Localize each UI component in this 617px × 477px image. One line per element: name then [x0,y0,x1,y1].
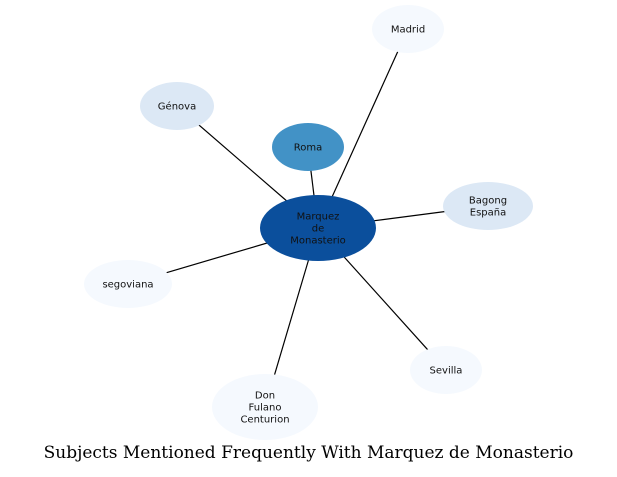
node-genova: Génova [140,82,214,130]
node-don-fulano-centurion-shape [212,374,318,440]
node-sevilla-label: Sevilla [430,366,463,377]
node-madrid-label: Madrid [391,25,425,36]
node-don-fulano-centurion-label-line: Don [255,391,275,402]
node-marquez-label-line: de [312,224,325,235]
node-madrid: Madrid [372,5,444,53]
node-bagong-espana-label-line: España [470,208,506,219]
node-roma: Roma [272,123,344,171]
node-segoviana-label: segoviana [102,280,153,291]
node-bagong-espana-shape [443,182,533,230]
node-marquez-label-line: Monasterio [290,236,346,247]
edge-marquez-bagong-espana [372,210,447,222]
node-don-fulano-centurion-label-line: Centurion [240,415,289,426]
node-marquez-label-line: Marquez [297,212,340,223]
node-sevilla-shape [410,346,482,394]
node-genova-label: Génova [158,101,196,113]
node-madrid-label-line: Madrid [391,25,425,36]
edge-marquez-segoviana [164,242,269,274]
node-segoviana: segoviana [84,260,172,308]
node-don-fulano-centurion-label-line: Fulano [249,403,282,414]
node-madrid-shape [372,5,444,53]
edge-marquez-genova [197,123,289,203]
edge-marquez-don-fulano-centurion [273,258,310,377]
node-roma-shape [272,123,344,171]
diagram-caption: Subjects Mentioned Frequently With Marqu… [43,443,574,463]
node-marquez-shape [260,195,376,261]
node-roma-label: Roma [294,143,323,154]
node-segoviana-shape [84,260,172,308]
edge-marquez-roma [310,168,315,198]
node-sevilla-label-line: Sevilla [430,366,463,377]
node-genova-label-line: Génova [158,101,196,113]
node-bagong-espana-label-line: Bagong [469,196,507,207]
node-sevilla: Sevilla [410,346,482,394]
edge-layer [164,49,447,377]
node-genova-shape [140,82,214,130]
edge-marquez-sevilla [342,255,430,352]
node-segoviana-label-line: segoviana [102,280,153,291]
node-roma-label-line: Roma [294,143,323,154]
edge-marquez-madrid [331,49,399,199]
